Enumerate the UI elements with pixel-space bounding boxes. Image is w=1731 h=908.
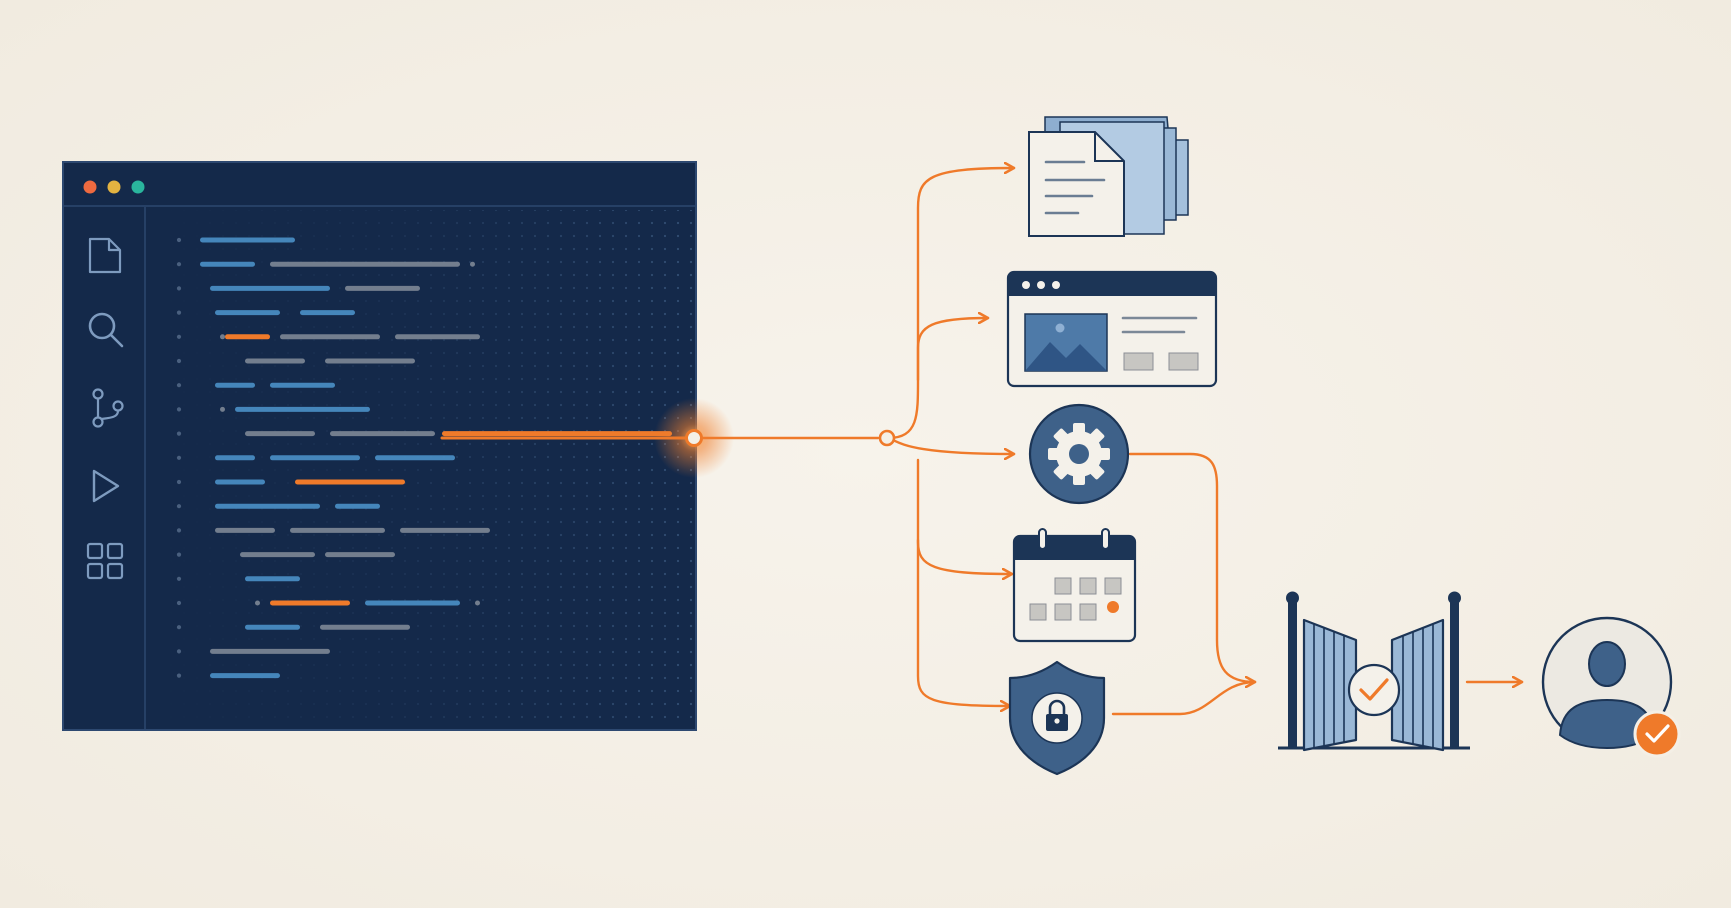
run-icon[interactable] [92, 469, 120, 503]
gear-icon[interactable] [1028, 403, 1130, 505]
line-number-dot [176, 673, 182, 678]
line-number-dot [176, 383, 182, 388]
code-token [245, 358, 305, 364]
code-token [365, 600, 460, 606]
code-token-highlight [442, 431, 672, 437]
code-token [210, 648, 330, 654]
file-icon[interactable] [88, 237, 122, 274]
code-token [325, 552, 395, 558]
code-token [215, 455, 255, 461]
code-area [176, 237, 672, 679]
code-token [475, 600, 480, 606]
code-token [320, 624, 410, 630]
code-token [200, 261, 255, 267]
code-token [325, 358, 415, 364]
code-token [300, 310, 355, 316]
code-token [215, 479, 265, 485]
code-token [290, 527, 385, 533]
documents-icon[interactable] [1028, 116, 1189, 237]
split-node[interactable] [878, 429, 896, 447]
verified-user-icon[interactable] [1541, 616, 1681, 758]
code-token [400, 527, 490, 533]
code-token [330, 431, 435, 437]
search-icon[interactable] [88, 312, 124, 348]
code-token [255, 600, 260, 606]
code-token [220, 406, 225, 412]
code-token [395, 334, 480, 340]
code-token [200, 237, 295, 243]
code-token [215, 527, 275, 533]
code-token [210, 673, 280, 679]
code-editor-window [62, 161, 734, 731]
calendar-icon[interactable] [1012, 528, 1137, 643]
line-number-dot [176, 407, 182, 412]
shield-to-gate [1111, 680, 1257, 716]
line-number-dot [176, 649, 182, 654]
web-page-icon[interactable] [1006, 270, 1218, 388]
line-number-dot [176, 334, 182, 339]
line-number-dot [176, 431, 182, 436]
window-dot[interactable] [107, 180, 121, 194]
code-token-highlight [270, 600, 350, 606]
line-number-dot [176, 504, 182, 509]
branch-shield [916, 538, 1010, 706]
gate-check-icon[interactable] [1278, 591, 1470, 752]
line-number-dot [176, 552, 182, 557]
branch-gear [886, 436, 1014, 454]
line-number-dot [176, 237, 182, 243]
branch-calendar [916, 458, 1012, 574]
line-number-dot [176, 576, 182, 581]
code-token [270, 455, 360, 461]
code-token [240, 552, 315, 558]
shield-lock-icon[interactable] [1008, 660, 1106, 776]
line-number-dot [176, 310, 182, 315]
code-token [280, 334, 380, 340]
code-token [215, 310, 280, 316]
window-controls [83, 180, 145, 194]
code-token [335, 503, 380, 509]
line-number-dot [176, 528, 182, 533]
code-output-node[interactable] [685, 429, 703, 447]
line-number-dot [176, 600, 182, 606]
code-token [235, 406, 370, 412]
code-token [345, 285, 420, 291]
line-number-dot [176, 358, 182, 364]
code-token-highlight [225, 334, 270, 340]
gear-to-gate [1128, 452, 1255, 682]
extensions-icon[interactable] [86, 542, 124, 580]
code-token [270, 382, 335, 388]
line-number-dot [176, 625, 182, 630]
code-token [210, 285, 330, 291]
code-token [270, 261, 460, 267]
window-dot[interactable] [131, 180, 145, 194]
code-token [215, 382, 255, 388]
line-number-dot [176, 479, 182, 485]
connectors [440, 168, 1522, 716]
editor-dot-grid [146, 207, 695, 729]
code-token [245, 576, 300, 582]
code-token-highlight [295, 479, 405, 485]
line-number-dot [176, 286, 182, 291]
code-token [245, 431, 315, 437]
line-number-dot [176, 262, 182, 267]
code-token [215, 503, 320, 509]
code-token [245, 624, 300, 630]
code-token [375, 455, 455, 461]
branch-web-page [916, 318, 988, 382]
code-token [470, 261, 475, 267]
branch-documents [886, 168, 1014, 440]
branch-icon[interactable] [92, 388, 124, 428]
line-number-dot [176, 455, 182, 460]
editor-sidebar [86, 237, 124, 580]
code-token [220, 334, 225, 340]
window-dot[interactable] [83, 180, 97, 194]
